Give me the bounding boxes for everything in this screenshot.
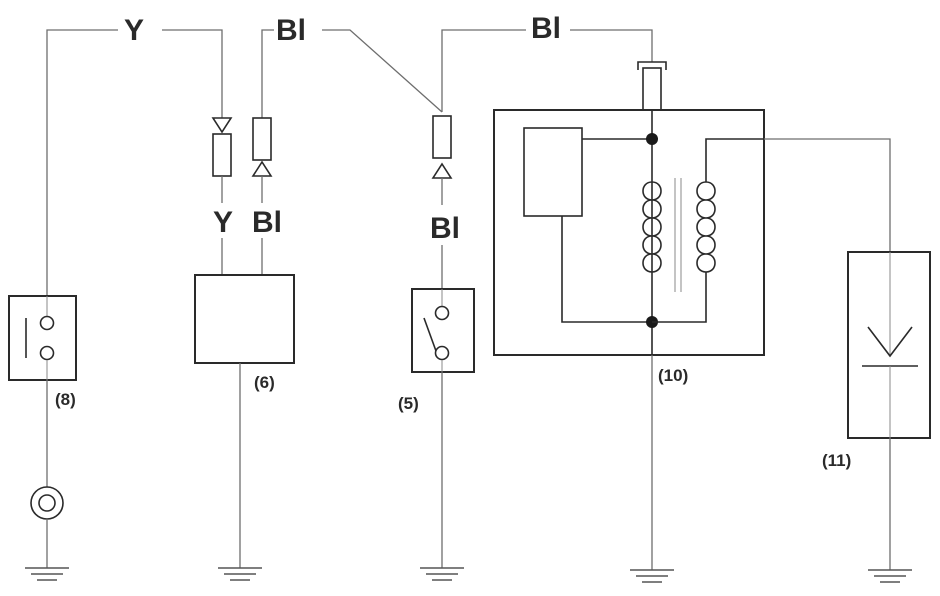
component-11-group: (11) xyxy=(822,251,931,583)
wire-bl-top-right-left xyxy=(441,29,526,112)
connector-y-icon xyxy=(211,117,233,177)
spark-gap-icon xyxy=(867,326,913,358)
wire-label-bl-top-left: Bl xyxy=(276,14,306,47)
connector-bl-left-icon xyxy=(251,117,273,177)
component-10-label: (10) xyxy=(658,366,688,385)
wire-label-bl-connector-left: Bl xyxy=(252,206,282,239)
ground-icon xyxy=(25,567,69,581)
wire-y-top-right xyxy=(162,29,223,118)
component-10-module-box xyxy=(523,127,583,217)
component-5-group: Bl (5) xyxy=(322,29,526,581)
component-6-group: Y Bl (6) xyxy=(194,29,295,581)
component-5-box xyxy=(411,288,475,373)
wire-label-y-top: Y xyxy=(124,14,144,47)
wire-label-bl-top-right: Bl xyxy=(531,12,561,45)
switch-lever-icon xyxy=(423,317,437,352)
wire-secondary-bottom xyxy=(652,272,707,323)
secondary-coil-icon xyxy=(696,181,707,273)
component-8-label: (8) xyxy=(55,390,76,409)
primary-coil-right xyxy=(651,181,662,273)
wire-10-module-bottom xyxy=(561,216,652,323)
ground-icon xyxy=(420,567,464,581)
ground-icon xyxy=(868,569,912,583)
wire-bl-top-right-right xyxy=(570,29,653,62)
wire-10-to-11 xyxy=(764,138,891,252)
component-5-contact-bottom xyxy=(434,345,450,361)
component-5-contact-top xyxy=(434,305,450,321)
component-8-contact-top xyxy=(39,315,55,331)
secondary-coil-right xyxy=(705,181,716,273)
ground-icon xyxy=(630,569,674,583)
component-6-box xyxy=(194,274,295,364)
component-5-label: (5) xyxy=(398,394,419,413)
wire-label-y-connector: Y xyxy=(213,206,233,239)
wire-bl-top-left xyxy=(261,29,274,118)
ground-icon xyxy=(218,567,262,581)
component-11-box xyxy=(847,251,931,439)
component-10-group: (10) xyxy=(493,29,891,583)
wire-label-bl-connector-mid: Bl xyxy=(430,212,460,245)
primary-coil-icon xyxy=(642,181,653,273)
wire-y-top-left xyxy=(46,29,118,296)
lamp-inner-icon xyxy=(38,494,56,512)
component-8-box xyxy=(8,295,77,381)
component-8-group: (8) xyxy=(8,29,223,581)
component-6-label: (6) xyxy=(254,373,275,392)
connector-plug-icon xyxy=(637,61,667,111)
component-8-contact-bottom xyxy=(39,345,55,361)
wire-bl-diagonal xyxy=(322,29,443,113)
junction-dot-top xyxy=(646,133,658,145)
wire-secondary-top xyxy=(705,138,764,182)
component-11-label: (11) xyxy=(822,451,851,470)
connector-bl-mid-icon xyxy=(431,115,453,179)
